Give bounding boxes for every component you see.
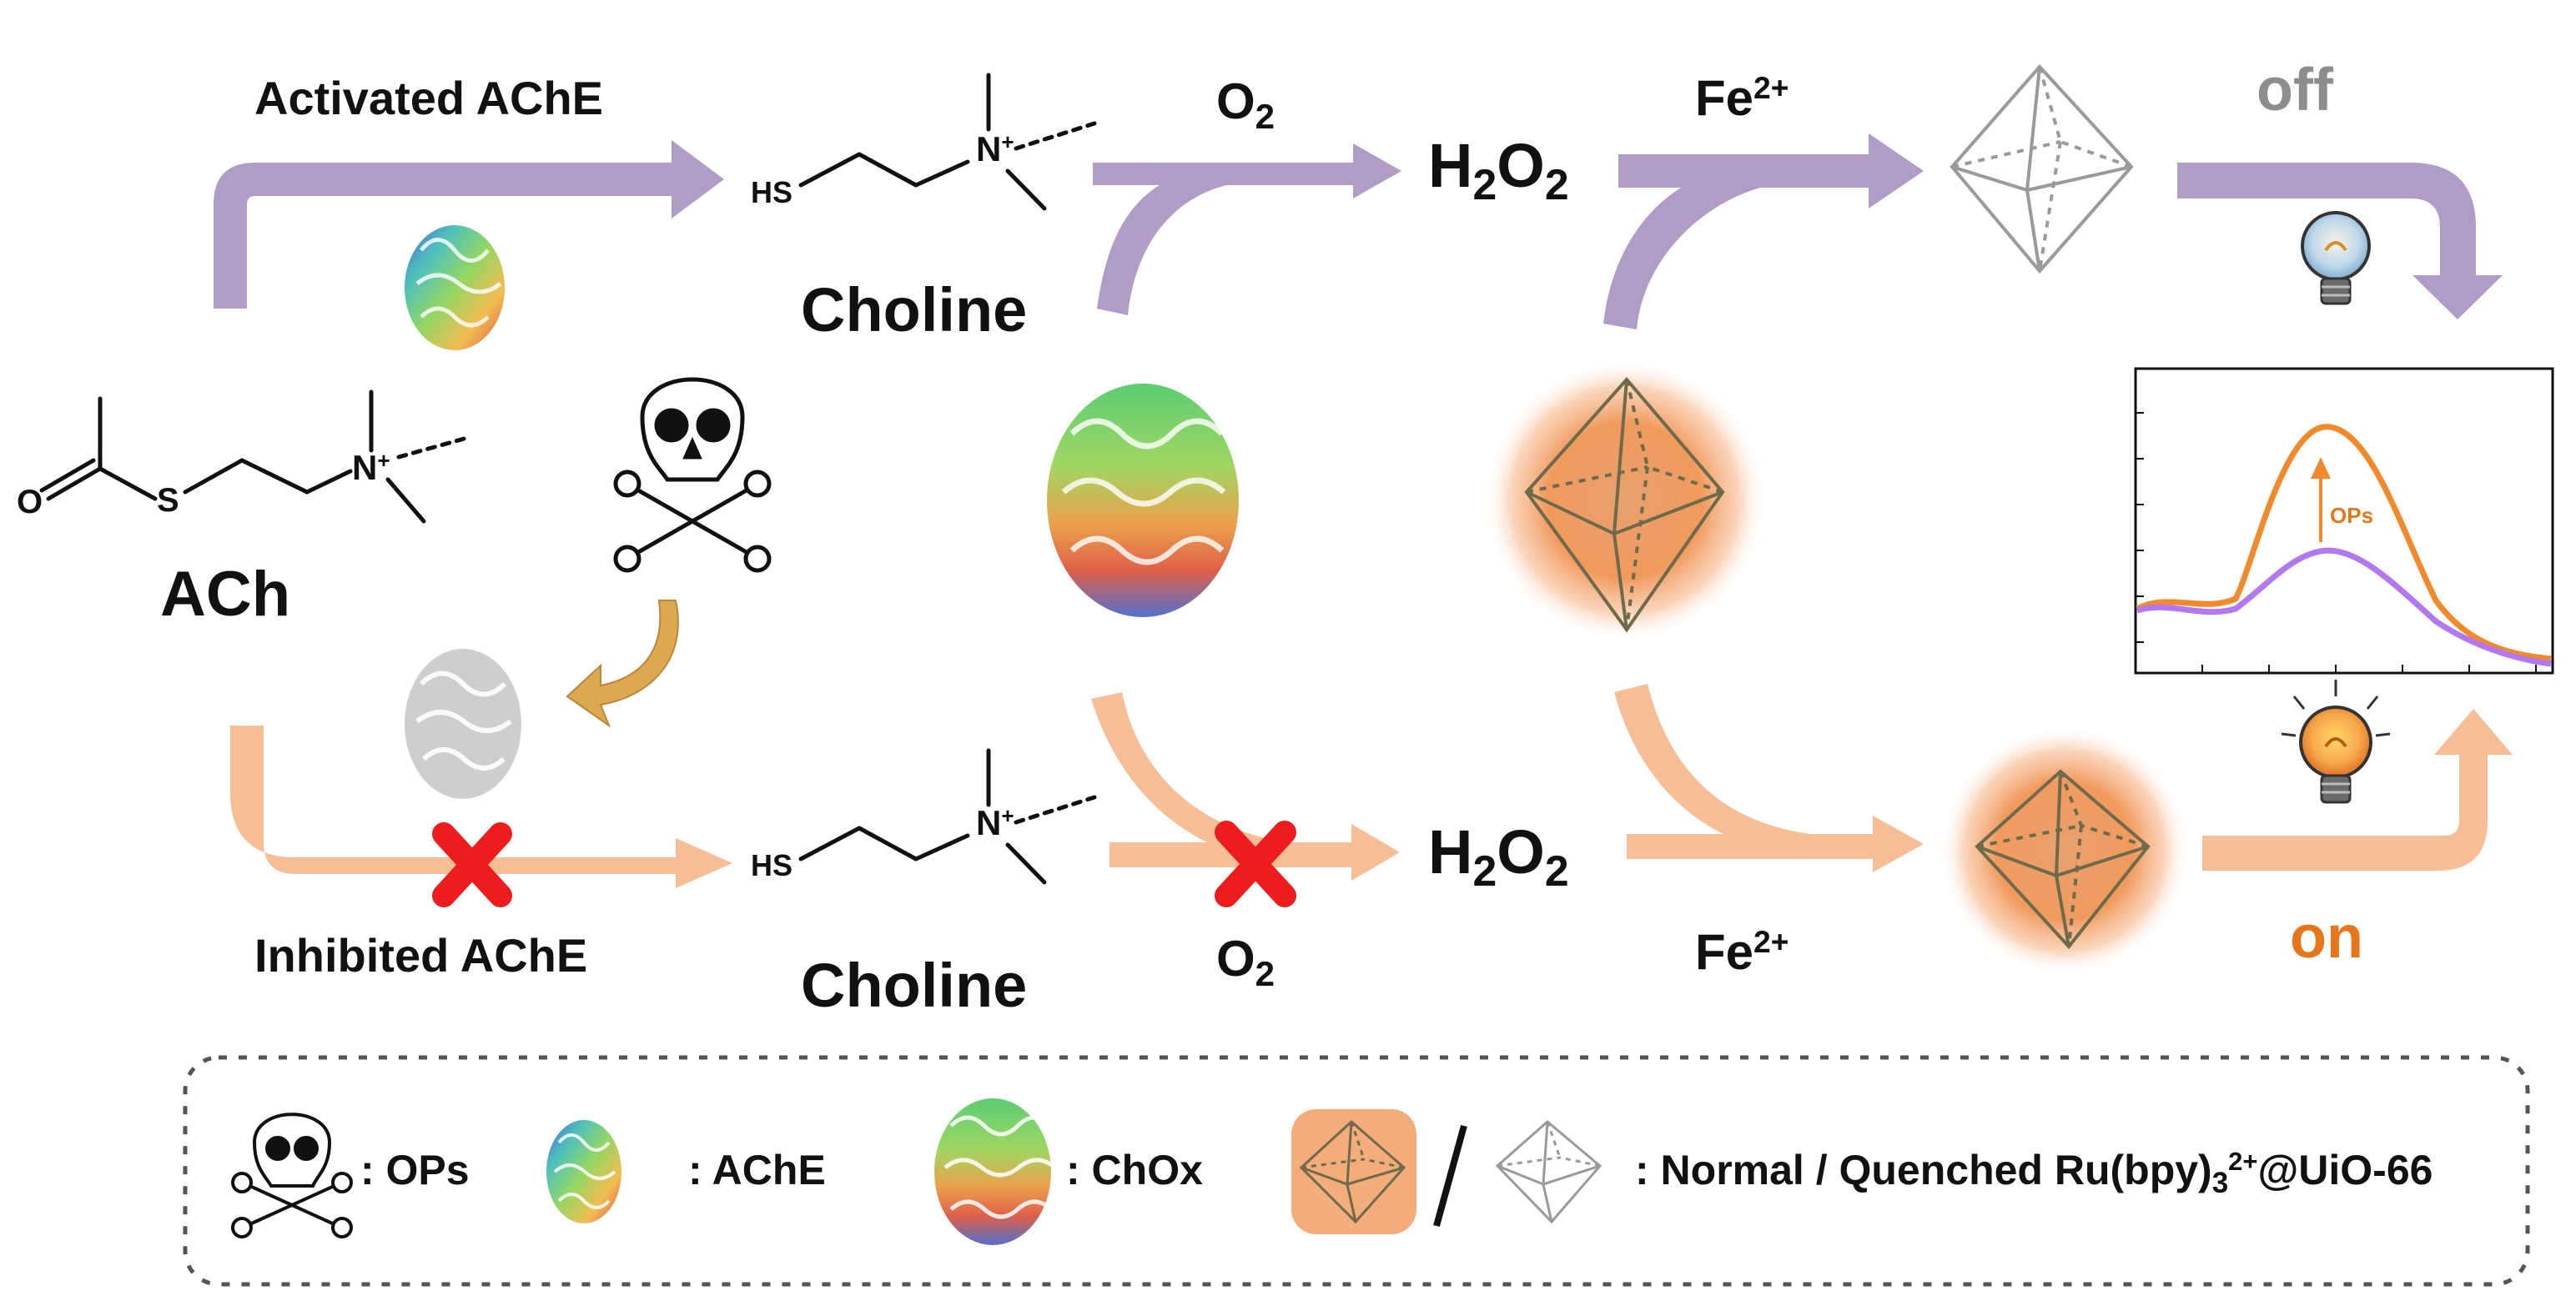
h2o2-label-top: H2O2 bbox=[1428, 131, 1569, 208]
n-label-top: N+ bbox=[976, 128, 1014, 168]
inhibited-pathway-arrows bbox=[230, 684, 2513, 888]
activated-arrow-1 bbox=[214, 140, 724, 309]
legend-chox-icon bbox=[934, 1098, 1057, 1245]
ach-o-label: O bbox=[17, 484, 43, 520]
legend-normal-mof-icon bbox=[1291, 1109, 1416, 1234]
legend-ops-label: : OPs bbox=[360, 1147, 470, 1193]
inhibited-arrow-4 bbox=[2202, 709, 2513, 871]
spectrum-ops-annotation: OPs bbox=[2330, 503, 2374, 528]
o2-label-bottom: O2 bbox=[1216, 931, 1275, 993]
hs-label-bottom: HS bbox=[751, 848, 793, 882]
inhibited-arrow-3-curve bbox=[1614, 684, 1810, 859]
legend-chox-label: : ChOx bbox=[1066, 1147, 1203, 1193]
spectrum-normal-curve bbox=[2136, 424, 2552, 662]
off-state-label: off bbox=[2257, 57, 2333, 123]
fe-label-top: Fe2+ bbox=[1695, 69, 1789, 126]
hs-label-top: HS bbox=[751, 175, 793, 209]
ache-enzyme-inhibited bbox=[405, 649, 521, 799]
ache-enzyme-top bbox=[405, 225, 505, 350]
chox-enzyme-middle bbox=[1047, 384, 1239, 617]
inhibited-arrow-1 bbox=[230, 726, 732, 888]
choline-label-top: Choline bbox=[801, 275, 1028, 344]
normal-mof-bottom bbox=[1940, 726, 2190, 976]
inhibited-ache-label: Inhibited AChE bbox=[254, 929, 588, 982]
ach-s-label: S bbox=[157, 482, 179, 519]
inhibition-cross-1 bbox=[432, 822, 512, 907]
inhibition-arrow bbox=[566, 600, 679, 728]
fe-label-bottom: Fe2+ bbox=[1695, 923, 1789, 980]
legend-box bbox=[183, 1055, 2530, 1287]
choline-structure-top bbox=[798, 73, 1097, 211]
activated-ache-label: Activated AChE bbox=[254, 72, 604, 124]
activated-arrow-4 bbox=[2177, 163, 2503, 319]
h2o2-label-bottom: H2O2 bbox=[1428, 817, 1569, 895]
choline-label-bottom: Choline bbox=[801, 951, 1028, 1020]
legend-quenched-mof-icon bbox=[1495, 1120, 1602, 1224]
lightbulb-lit-icon bbox=[2281, 680, 2391, 804]
lightbulb-dim-icon bbox=[2301, 211, 2371, 305]
choline-structure-bottom bbox=[798, 748, 1097, 885]
ach-label: ACh bbox=[160, 559, 291, 630]
o2-label-top: O2 bbox=[1216, 73, 1275, 136]
ach-n-label: N+ bbox=[352, 447, 390, 487]
n-label-bottom: N+ bbox=[976, 802, 1014, 842]
activated-arrow-2 bbox=[1093, 143, 1401, 315]
legend-ache-icon bbox=[546, 1120, 621, 1223]
normal-mof-middle bbox=[1483, 359, 1767, 642]
inhibition-cross-2 bbox=[1215, 821, 1296, 907]
on-state-label: on bbox=[2290, 904, 2363, 971]
spectrum-quenched-curve bbox=[2136, 547, 2552, 667]
legend-skull-icon bbox=[231, 1113, 353, 1238]
legend-mof-label: : Normal / Quenched Ru(bpy)32+@UiO-66 bbox=[1635, 1146, 2433, 1199]
legend-slash bbox=[1433, 1124, 1467, 1228]
legend-ache-label: : AChE bbox=[688, 1147, 826, 1193]
ach-structure bbox=[39, 389, 470, 524]
quenched-mof-top bbox=[1950, 64, 2134, 274]
activated-pathway-arrows bbox=[214, 133, 2503, 329]
activated-arrow-3 bbox=[1603, 133, 1924, 329]
spectrum-plot bbox=[2134, 367, 2554, 675]
skull-icon bbox=[613, 377, 772, 573]
